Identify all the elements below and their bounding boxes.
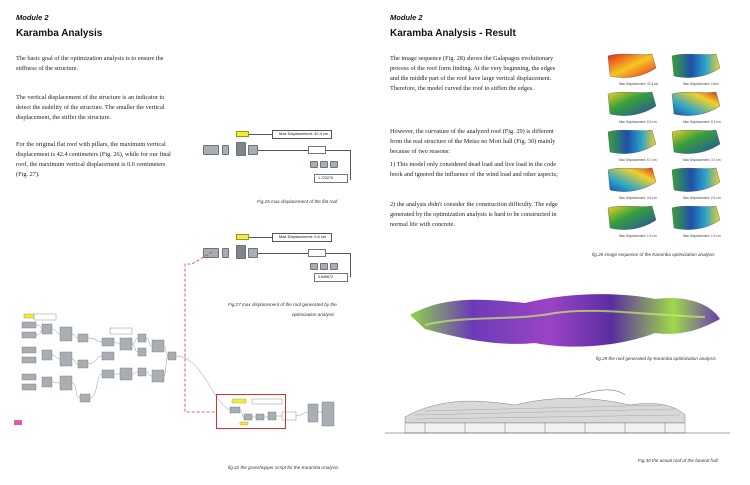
heatmap-row-4 bbox=[607, 167, 721, 192]
paragraph: The basic goal of the optimization analy… bbox=[16, 55, 164, 72]
gh-panel bbox=[308, 146, 326, 154]
heatmap-label: Max Displacement: 6.7 cm bbox=[619, 158, 657, 162]
gh-wire bbox=[249, 237, 272, 238]
slider-component bbox=[236, 131, 249, 137]
gh-wire bbox=[258, 134, 272, 135]
fig22-grasshopper-script-image bbox=[14, 252, 335, 427]
paragraph: The vertical displacement of the structu… bbox=[16, 94, 165, 121]
fig29-caption: fig.29 the roof generated by Karamba opt… bbox=[596, 356, 716, 361]
heatmap-label: Max Displacement: 6.9 cm bbox=[619, 120, 657, 124]
module-label: Module 2 bbox=[390, 13, 423, 22]
fig30-building-photo bbox=[385, 375, 730, 455]
heatmap-label: Max Displacement: 2.6 cm bbox=[683, 196, 721, 200]
value-panel: 1.723275 bbox=[314, 174, 348, 183]
gh-node bbox=[248, 145, 258, 155]
displacement-panel: Max Displacement: 42.4 cm bbox=[272, 130, 332, 139]
paragraph: For the original flat roof with pillars,… bbox=[16, 141, 171, 178]
heatmap-row-3 bbox=[607, 129, 721, 154]
paragraph: 1) This model only considered dead load … bbox=[390, 161, 558, 178]
fig26-grasshopper-image: Max Displacement: 42.4 cm 1.723275 bbox=[200, 128, 370, 190]
paragraph: 2) the analysis didn't consider the cons… bbox=[390, 201, 558, 228]
fig28-caption: fig.28 image sequence of the Karamba opt… bbox=[592, 252, 715, 257]
gh-panel bbox=[308, 249, 326, 257]
fig26-caption: Fig.26 max displacement of the flat roof bbox=[257, 199, 338, 204]
gh-node bbox=[236, 142, 246, 156]
gh-wire bbox=[258, 150, 308, 151]
gh-node bbox=[248, 248, 258, 258]
paragraph: The image sequence (Fig. 28) shows the G… bbox=[390, 55, 556, 92]
gh-wire bbox=[350, 253, 351, 277]
displacement-heatmaps bbox=[607, 53, 721, 230]
gh-node bbox=[330, 161, 338, 168]
fig30-caption: Fig.30 the actual roof of the funeral ha… bbox=[638, 458, 718, 463]
fig27-caption-line1: Fig.27 max displacement of the roof gene… bbox=[228, 302, 337, 307]
fig27-caption-line2: optimization analysis bbox=[292, 312, 335, 317]
heatmap-label: Max Displacement: 1.9 cm bbox=[619, 234, 657, 238]
gh-node bbox=[222, 248, 229, 258]
gh-wire bbox=[326, 253, 350, 254]
module-label: Module 2 bbox=[16, 13, 49, 22]
gh-wire bbox=[350, 150, 351, 180]
gh-wire bbox=[249, 134, 258, 135]
value-panel: 0.846672 bbox=[314, 273, 348, 282]
displacement-panel: Max Displacement: 0.6 cm bbox=[272, 233, 332, 242]
page-title: Karamba Analysis bbox=[16, 28, 103, 39]
paragraph: However, the curvature of the analyzed r… bbox=[390, 128, 556, 155]
gh-node bbox=[203, 145, 219, 155]
gh-node bbox=[310, 161, 318, 168]
gh-node bbox=[320, 161, 328, 168]
slider-component bbox=[236, 234, 249, 240]
fig29-roof-render-image bbox=[410, 294, 720, 347]
heatmap-label: Max Displacement: 1.9 cm bbox=[683, 234, 721, 238]
fig22-caption: fig.22 the grasshopper script for the Ka… bbox=[228, 465, 339, 470]
highlight-box bbox=[216, 394, 286, 429]
gh-node bbox=[310, 263, 318, 270]
heatmap-label: Max Displacement: 4.6 cm bbox=[619, 196, 657, 200]
heatmap-label: Max Displacement: 42.4 cm bbox=[619, 82, 659, 86]
gh-node bbox=[222, 145, 229, 155]
heatmap-row-1 bbox=[607, 53, 721, 78]
gh-node bbox=[320, 263, 328, 270]
page-title: Karamba Analysis - Result bbox=[390, 28, 516, 39]
heatmap-label: Max Displacement: 12cm bbox=[683, 82, 719, 86]
gh-wire bbox=[258, 253, 308, 254]
gh-wire bbox=[326, 150, 350, 151]
heatmap-row-2 bbox=[607, 91, 721, 116]
fig27-grasshopper-image: Max Displacement: 0.6 cm 0.846672 bbox=[200, 230, 370, 290]
gh-node bbox=[236, 245, 246, 259]
heatmap-label: Max Displacement: 5.1 cm bbox=[683, 120, 721, 124]
heatmap-label: Max Displacement: 3.7 cm bbox=[683, 158, 721, 162]
heatmap-row-5 bbox=[607, 205, 721, 230]
gh-node bbox=[330, 263, 338, 270]
